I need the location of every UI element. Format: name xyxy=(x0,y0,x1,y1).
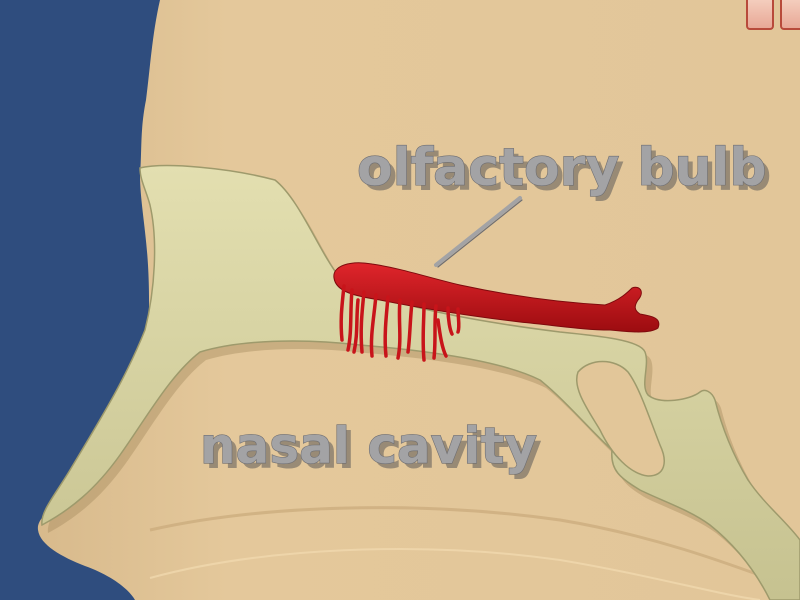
palate-contour xyxy=(149,506,800,592)
olfactory-bulb-label-shadow: olfactory bulb xyxy=(362,143,772,203)
nasal-bone xyxy=(41,164,800,600)
olfactory-bulb-pointer xyxy=(434,196,522,267)
olfactory-nerve-fibers xyxy=(339,284,461,362)
olfactory-bulb xyxy=(333,262,660,333)
olfactory-bulb-label: olfactory bulb xyxy=(357,138,767,198)
nasal-cavity-label: nasal cavity xyxy=(200,417,537,475)
panel-button[interactable] xyxy=(780,0,800,30)
palate-contour-2 xyxy=(149,548,761,600)
olfactory-bulb-pointer-shade xyxy=(437,199,523,268)
nasal-cavity-label-shadow: nasal cavity xyxy=(205,422,542,480)
info-button[interactable] xyxy=(746,0,774,30)
sinus-opening xyxy=(576,360,665,477)
panel-icon xyxy=(782,0,800,600)
